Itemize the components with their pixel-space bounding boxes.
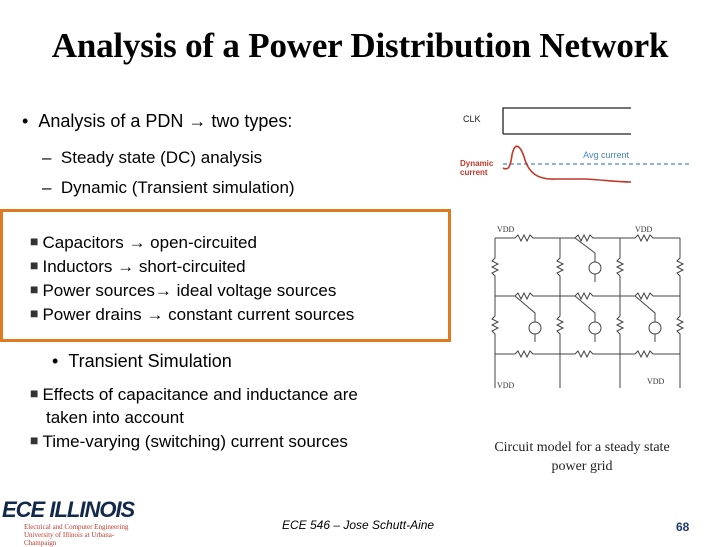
dash-item-2-text: Dynamic (Transient simulation) <box>60 178 295 197</box>
avg-current-label: Avg current <box>583 150 629 160</box>
bullet-transient-text: Transient Simulation <box>68 351 232 371</box>
dash-item-1: – Steady state (DC) analysis <box>42 146 262 170</box>
vdd-label-bottom-right: VDD <box>647 377 665 386</box>
power-grid-circuit: VDD VDD VDD VDD <box>490 225 685 390</box>
dc-item-drains: ■Power drains → constant current sources <box>30 305 355 324</box>
circuit-caption-line-1: Circuit model for a steady state <box>494 440 670 455</box>
dc-item-inductors: ■Inductors → short-circuited <box>30 257 246 276</box>
dash-item-1-text: Steady state (DC) analysis <box>60 148 263 167</box>
bullet-dot: • <box>52 351 69 371</box>
square-bullet-icon: ■ <box>30 281 39 297</box>
circuit-caption-line-2: power grid <box>551 459 613 474</box>
transient-item-switching: ■Time-varying (switching) current source… <box>30 432 348 451</box>
vdd-label-top-left: VDD <box>497 225 515 234</box>
dash-icon: – <box>42 148 61 167</box>
transient-item-effects: ■Effects of capacitance and inductance a… <box>30 385 358 404</box>
logo-subtitle-2: University of Illinois at Urbana-Champai… <box>24 531 115 547</box>
dc-rules-box <box>0 209 451 342</box>
current-waveform-figure: CLK Avg current Dynamic current <box>460 107 690 183</box>
bullet-main-text: Analysis of a PDN → two types: <box>38 111 293 131</box>
square-bullet-icon: ■ <box>30 233 39 249</box>
footer-course: ECE 546 – Jose Schutt-Aine <box>282 518 435 532</box>
ece-illinois-logo: ECE ILLINOIS Electrical and Computer Eng… <box>2 497 137 547</box>
slide-title: Analysis of a Power Distribution Network <box>51 26 669 65</box>
page-number: 68 <box>676 520 690 534</box>
vdd-label-top-right: VDD <box>635 225 653 234</box>
transient-item-effects-cont: taken into account <box>46 408 184 427</box>
circuit-caption: Circuit model for a steady state power g… <box>472 438 692 476</box>
dynamic-current-label-2: current <box>460 168 488 177</box>
square-bullet-icon: ■ <box>30 305 39 321</box>
dynamic-current-curve <box>502 145 632 183</box>
square-bullet-icon: ■ <box>30 257 39 273</box>
dynamic-current-label-1: Dynamic <box>460 159 494 168</box>
clk-label: CLK <box>463 114 481 124</box>
square-bullet-icon: ■ <box>30 432 39 448</box>
vdd-label-bottom-left: VDD <box>497 381 515 390</box>
clk-signal <box>502 107 631 134</box>
bullet-dot: • <box>22 111 39 131</box>
bullet-transient: • Transient Simulation <box>52 349 232 373</box>
square-bullet-icon: ■ <box>30 385 39 401</box>
bullet-main: • Analysis of a PDN → two types: <box>22 109 292 133</box>
logo-text: ECE ILLINOIS <box>2 497 135 522</box>
dash-icon: – <box>42 178 61 197</box>
dc-item-sources: ■Power sources→ ideal voltage sources <box>30 281 337 300</box>
logo-subtitle-1: Electrical and Computer Engineering <box>24 523 129 531</box>
dc-item-capacitors: ■Capacitors → open-circuited <box>30 233 257 252</box>
dash-item-2: – Dynamic (Transient simulation) <box>42 176 295 200</box>
